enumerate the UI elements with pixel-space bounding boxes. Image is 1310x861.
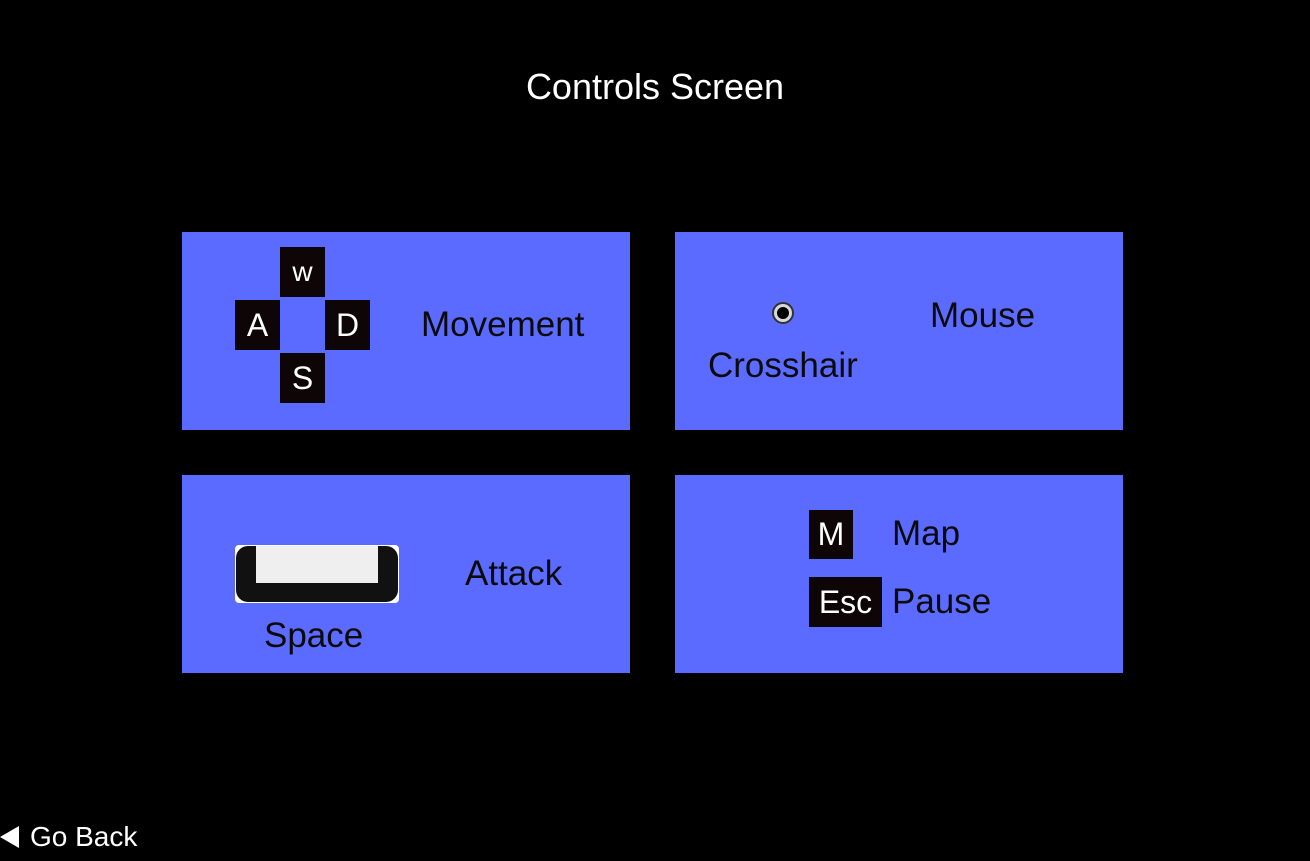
movement-panel: w A D S Movement (182, 232, 630, 430)
movement-label: Movement (421, 305, 585, 344)
key-d: D (325, 300, 370, 350)
attack-label: Attack (465, 554, 563, 593)
mouse-label: Mouse (930, 296, 1036, 335)
mouse-panel: Crosshair Mouse (675, 232, 1123, 430)
key-esc: Esc (809, 577, 882, 627)
spacebar-icon (235, 545, 399, 603)
attack-panel: Space Attack (182, 475, 630, 673)
pause-label: Pause (892, 582, 992, 621)
crosshair-icon (772, 302, 794, 324)
key-w: w (280, 247, 325, 297)
go-back-label: Go Back (30, 821, 138, 852)
key-a: A (235, 300, 280, 350)
triangle-left-icon (0, 826, 19, 848)
go-back-button[interactable]: Go Back (0, 818, 137, 856)
key-m: M (809, 510, 853, 559)
space-label: Space (264, 616, 364, 655)
key-s: S (280, 353, 325, 403)
crosshair-label: Crosshair (708, 346, 858, 385)
page-title: Controls Screen (525, 66, 785, 107)
map-pause-panel: M Map Esc Pause (675, 475, 1123, 673)
map-label: Map (892, 514, 961, 553)
